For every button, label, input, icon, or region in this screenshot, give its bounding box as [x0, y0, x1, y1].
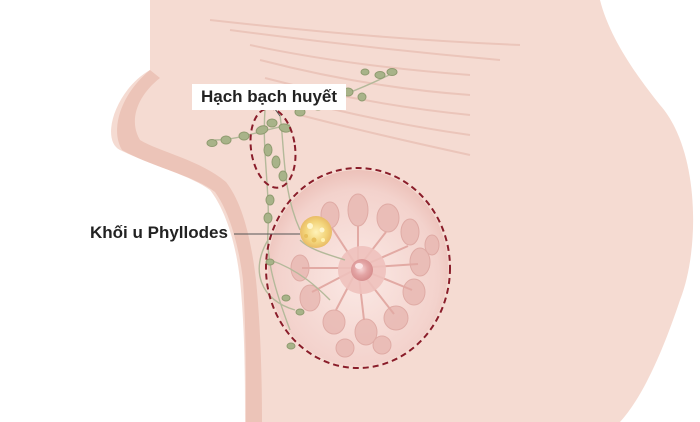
lobules	[290, 193, 440, 358]
lymph-node-icon	[206, 68, 398, 350]
tumor-icon	[300, 216, 332, 248]
tumor-label: Khối u Phyllodes	[90, 223, 228, 242]
lymph-nodes-label: Hạch bạch huyết	[192, 84, 347, 110]
nipple-icon	[351, 259, 373, 281]
lymph-node-outline	[249, 107, 297, 189]
breast-outline	[265, 167, 451, 369]
arm-shadow	[117, 70, 262, 422]
